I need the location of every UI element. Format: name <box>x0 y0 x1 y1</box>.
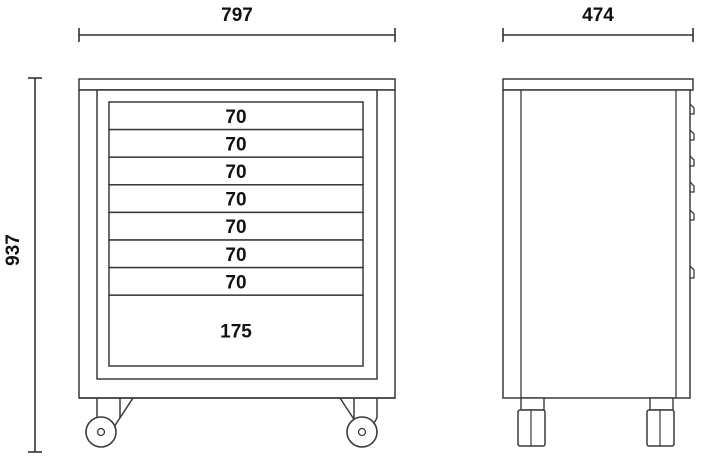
drawer-7-label: 70 <box>225 272 246 293</box>
drawer-3-label: 70 <box>225 162 246 183</box>
side-rear-caster <box>517 397 546 447</box>
drawer-4 <box>108 184 364 214</box>
side-view <box>502 78 695 447</box>
drawer-stack: 70 70 70 70 70 70 70 175 <box>108 101 364 367</box>
front-right-caster <box>339 397 378 448</box>
side-top-plate <box>502 78 694 91</box>
drawer-8 <box>108 294 364 367</box>
front-right-wheel <box>346 416 378 448</box>
front-left-wheel <box>85 416 117 448</box>
front-top-plate <box>78 78 396 91</box>
drawer-7 <box>108 266 364 296</box>
drawer-1-label: 70 <box>225 107 246 128</box>
height-label: 937 <box>3 234 24 266</box>
side-depth-label: 474 <box>582 5 614 26</box>
drawer-2-label: 70 <box>225 134 246 155</box>
drawer-8-label: 175 <box>220 322 252 343</box>
side-handles <box>689 103 695 279</box>
side-body <box>502 89 691 399</box>
drawer-2 <box>108 128 364 158</box>
front-width-dimension: 797 <box>78 5 396 42</box>
side-depth-dimension: 474 <box>502 5 694 42</box>
drawer-5-label: 70 <box>225 217 246 238</box>
drawer-5 <box>108 211 364 241</box>
height-dimension: 937 <box>3 77 42 453</box>
drawer-6-label: 70 <box>225 245 246 266</box>
front-view: 70 70 70 70 70 70 70 175 <box>78 78 396 448</box>
drawer-3 <box>108 156 364 186</box>
front-left-caster <box>85 397 134 448</box>
front-width-label: 797 <box>221 5 253 26</box>
side-front-caster <box>646 397 675 447</box>
drawer-4-label: 70 <box>225 190 246 211</box>
